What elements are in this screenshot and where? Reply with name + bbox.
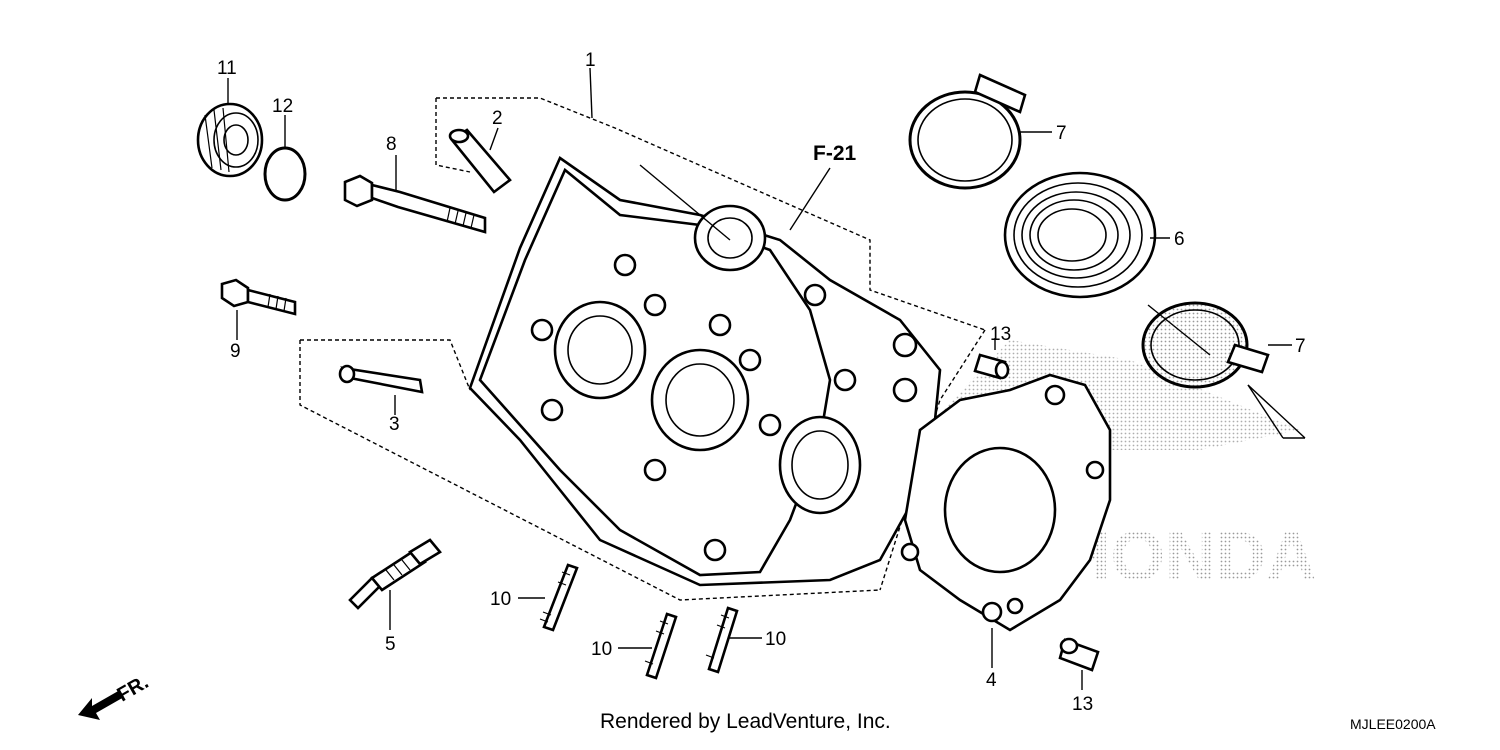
diagram-code: MJLEE0200A (1350, 716, 1436, 732)
part-10-stud-c (705, 606, 739, 674)
callout-5: 5 (385, 634, 396, 655)
render-credit: Rendered by LeadVenture, Inc. (600, 710, 891, 733)
callout-3: 3 (389, 414, 400, 435)
callout-13-upper: 13 (990, 324, 1011, 345)
part-3-dowel-pin (338, 364, 424, 394)
callout-9: 9 (230, 341, 241, 362)
part-10-stud-a (539, 563, 579, 632)
part-13-dowel-upper (973, 353, 1010, 380)
part-5-spark-plug (348, 538, 442, 610)
part-12-o-ring (263, 146, 307, 202)
callout-10-b: 10 (591, 639, 612, 660)
callout-4: 4 (986, 670, 997, 691)
callout-7-upper: 7 (1056, 123, 1067, 144)
callout-13-lower: 13 (1072, 694, 1093, 715)
callout-8: 8 (386, 134, 397, 155)
part-13-dowel-lower (1058, 637, 1100, 672)
part-1-cylinder-head (468, 156, 942, 587)
callout-11: 11 (217, 58, 237, 79)
assembly-outline (299, 97, 986, 601)
part-2-dowel-pin (448, 128, 512, 194)
part-10-stud-b (644, 612, 678, 680)
leader-lines (227, 67, 1306, 690)
part-7-upper-clamp (908, 73, 1027, 190)
part-4-head-gasket (900, 373, 1112, 632)
callout-1: 1 (585, 50, 596, 71)
callout-2: 2 (492, 108, 503, 129)
callout-6: 6 (1174, 229, 1185, 250)
watermark-text: HONDA (1060, 517, 1317, 595)
callout-10-c: 10 (765, 629, 786, 650)
callout-12: 12 (272, 96, 293, 117)
front-marker-text: FR. (114, 671, 153, 706)
part-9-bolt (220, 278, 297, 316)
reference-f21: F-21 (813, 142, 857, 165)
part-6-rubber-boot (1003, 171, 1157, 299)
part-8-long-bolt (343, 174, 487, 234)
callout-10-a: 10 (490, 589, 511, 610)
part-7-lower-clamp (1141, 301, 1270, 389)
front-direction-arrow: FR. (78, 671, 152, 720)
callout-7-lower: 7 (1295, 336, 1306, 357)
part-11-pulley (196, 102, 264, 178)
callout-labels: 1 2 3 4 5 6 7 7 8 9 10 10 10 11 12 13 13… (217, 50, 1306, 715)
